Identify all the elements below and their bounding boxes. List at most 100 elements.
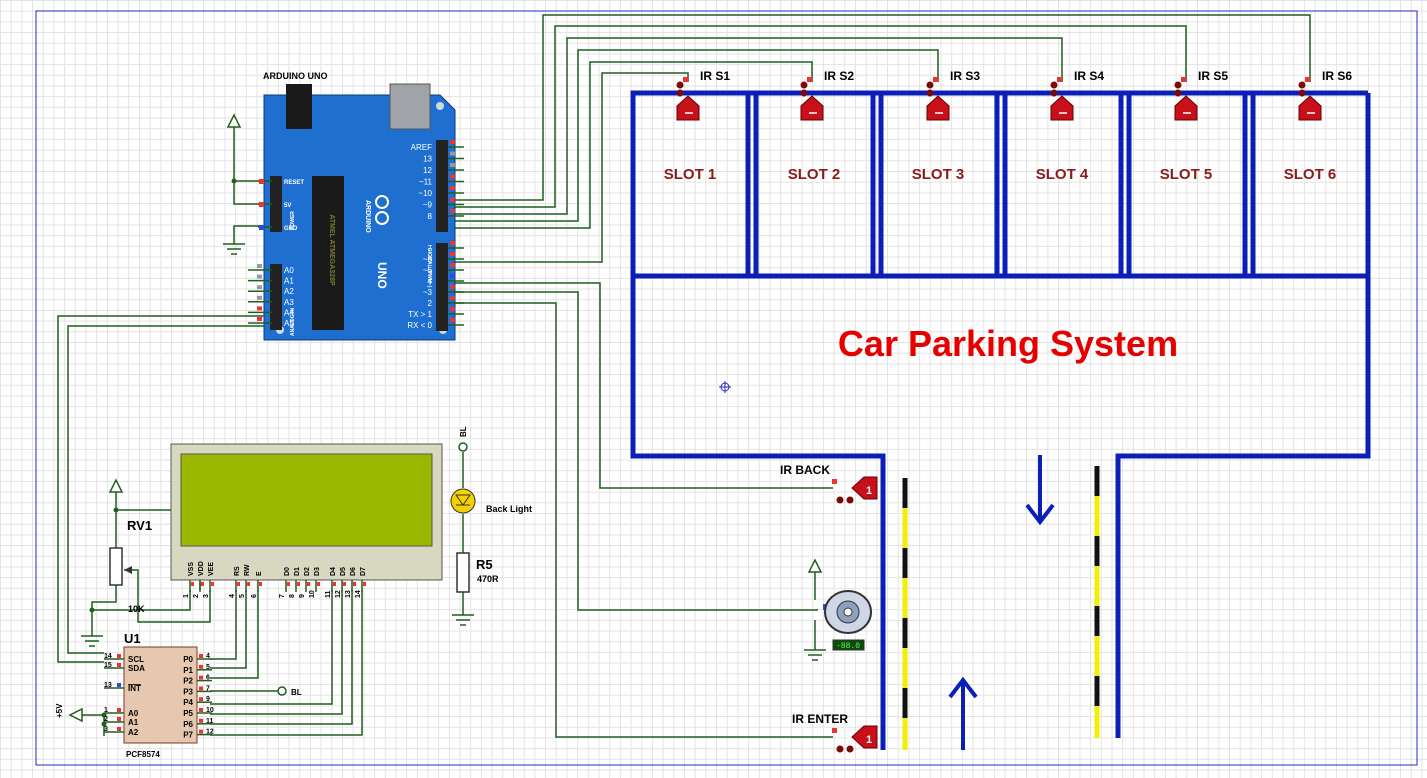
pcf-pin-number: 15 <box>104 662 112 669</box>
usb-connector <box>389 83 431 130</box>
arduino-pin-label: ~5 <box>423 266 433 275</box>
lcd-pin-number: 1 <box>183 594 190 598</box>
power-section-label: POWER <box>290 211 296 230</box>
arduino-pin-label: ~11 <box>419 178 433 187</box>
wiper-arrow-icon <box>124 566 132 574</box>
slot-ir-sensor[interactable] <box>1174 77 1198 121</box>
slot-ir-sensor[interactable] <box>1050 77 1074 121</box>
arduino-pin-label: 13 <box>423 155 432 164</box>
r5-name: R5 <box>476 557 493 572</box>
power-arrow-icon <box>226 113 242 128</box>
pcf8574-chip[interactable] <box>123 646 198 744</box>
pin-state-marker <box>199 686 203 691</box>
arduino-board[interactable]: ATMEL ATMEGA328P ARDUINO UNO <box>263 83 456 341</box>
lcd-pin-label: RS <box>234 566 241 576</box>
u1-ref: U1 <box>124 631 141 646</box>
pin-state-marker <box>257 306 262 311</box>
pin-state-marker <box>450 318 455 322</box>
lcd-pin-number: 2 <box>193 594 200 598</box>
ir-back-sensor[interactable]: 1 <box>832 476 878 504</box>
pcf-pin-number: 12 <box>206 729 214 736</box>
slot-ir-sensor[interactable] <box>676 77 700 121</box>
pin-state-marker <box>201 582 204 586</box>
arduino-pin-label: TX > 1 <box>408 310 432 319</box>
pcf-pin-label: P6 <box>183 720 193 729</box>
crosshair-marker <box>719 381 731 393</box>
lcd-pin-label: D5 <box>340 567 347 576</box>
ir-enter-sensor[interactable]: 1 <box>832 725 878 753</box>
wire-ir-back <box>455 282 833 489</box>
pin-state-marker <box>191 582 194 586</box>
arduino-pin-label: A2 <box>284 287 294 296</box>
wire-p6-d6 <box>210 590 353 725</box>
pin-state-marker <box>247 582 250 586</box>
pcf-pin-number: 5 <box>206 664 210 671</box>
lcd-display[interactable] <box>170 443 443 581</box>
arduino-pin-label: ~10 <box>418 189 432 198</box>
arduino-model: UNO <box>375 262 389 289</box>
slot-ir-sensor[interactable] <box>926 77 950 121</box>
lcd-pin-label: D7 <box>360 567 367 576</box>
pin-state-marker <box>259 179 264 184</box>
backlight-led[interactable] <box>450 442 476 514</box>
lcd-pin-label: D6 <box>350 567 357 576</box>
wire-vee <box>124 569 211 623</box>
pin-state-marker <box>450 252 455 256</box>
lcd-pin-number: 5 <box>239 594 246 598</box>
pin-state-marker <box>199 675 203 680</box>
pcf-pin-label: P3 <box>183 687 193 696</box>
arduino-pin-label: RX < 0 <box>407 321 432 330</box>
slot-sensor-label: IR S2 <box>824 69 854 83</box>
pcf-pin-number: 7 <box>206 685 210 692</box>
slot-sensor-label: IR S6 <box>1322 69 1352 83</box>
pin-state-marker <box>333 582 336 586</box>
arduino-pin-label: A4 <box>284 308 294 317</box>
pin-state-marker <box>450 296 455 300</box>
sheet-border <box>35 10 1418 766</box>
pin-state-marker <box>450 140 455 144</box>
digital-section-label: DIGITAL (PWM~) <box>426 248 432 288</box>
slot-sensor-label: IR S1 <box>700 69 730 83</box>
supply-label: +5V <box>55 703 64 718</box>
power-symbols <box>68 113 826 723</box>
slot-label: SLOT 3 <box>912 166 965 183</box>
lcd-pin-label: D1 <box>294 567 301 576</box>
pcf-pin-label: A1 <box>128 718 139 727</box>
pcf-pin-number: 6 <box>206 675 210 682</box>
lcd-pin-label: RW <box>244 564 251 576</box>
pcf-pin-label: A0 <box>128 709 139 718</box>
wire-p0-rs <box>210 590 237 660</box>
pin-state-marker <box>450 263 455 267</box>
wires <box>57 14 1311 738</box>
arduino-pin-label: A1 <box>284 277 294 286</box>
pin-state-marker <box>237 582 240 586</box>
servo-motor[interactable]: -88.0 <box>823 590 872 651</box>
lcd-pin-number: 4 <box>229 594 236 598</box>
pin-state-marker <box>450 307 455 311</box>
pin-state-marker <box>117 654 121 658</box>
resistor-r5[interactable] <box>456 552 470 593</box>
page-title: Car Parking System <box>838 323 1178 364</box>
slot-sensor-label: IR S3 <box>950 69 980 83</box>
slot-ir-sensor[interactable] <box>800 77 824 121</box>
wire-scl <box>67 325 272 654</box>
slot-ir-sensor[interactable] <box>1298 77 1322 121</box>
wire-p5-d5 <box>210 590 343 715</box>
arduino-pin-label: A0 <box>284 266 294 275</box>
potentiometer-rv1[interactable] <box>109 547 123 586</box>
parking-lot <box>630 90 1371 750</box>
bl-net-label: BL <box>459 426 468 437</box>
arduino-pin-label: 8 <box>428 212 433 221</box>
power-arrow-icon <box>108 478 124 493</box>
lcd-pin-number: 6 <box>251 594 258 598</box>
wire-pot-bottom <box>91 585 117 636</box>
wire-ir-s5 <box>455 25 1187 208</box>
lcd-pin-number: 11 <box>325 590 332 598</box>
pin-state-marker <box>199 729 203 734</box>
pin-state-marker <box>257 285 262 290</box>
